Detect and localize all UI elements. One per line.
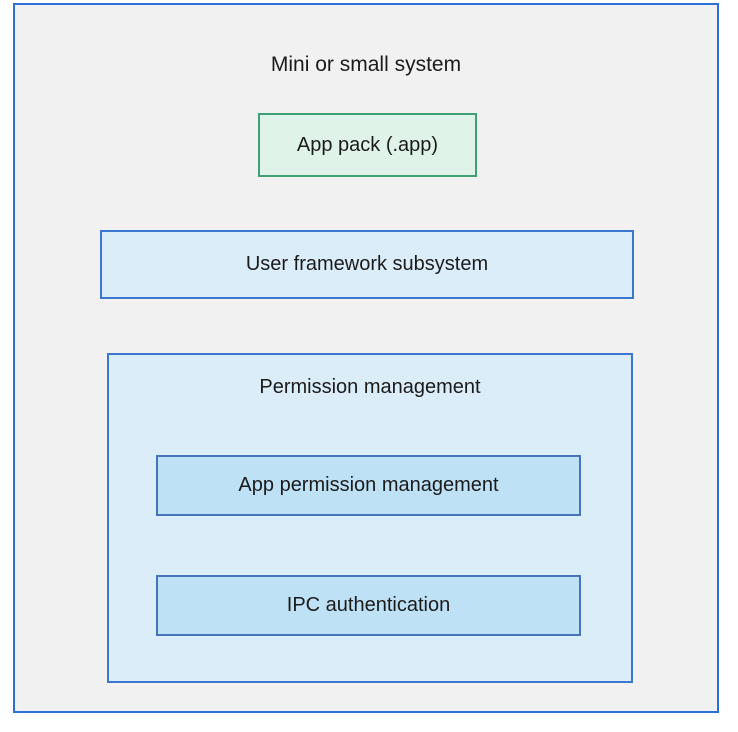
node-ipc-authentication: IPC authentication (156, 575, 581, 636)
node-app-pack-label: App pack (.app) (296, 133, 439, 156)
permission-management-title: Permission management (259, 376, 481, 398)
node-app-pack: App pack (.app) (258, 113, 477, 177)
node-ipc-authentication-label: IPC authentication (286, 594, 451, 616)
node-app-permission-management: App permission management (156, 455, 581, 516)
system-container-box: Mini or small system App pack (.app) Use… (13, 3, 719, 713)
node-app-permission-label: App permission management (238, 474, 499, 496)
node-user-framework-subsystem: User framework subsystem (100, 230, 634, 299)
group-permission-management: Permission management App permission man… (107, 353, 633, 683)
diagram-title: Mini or small system (270, 53, 462, 76)
node-user-framework-label: User framework subsystem (245, 253, 489, 275)
